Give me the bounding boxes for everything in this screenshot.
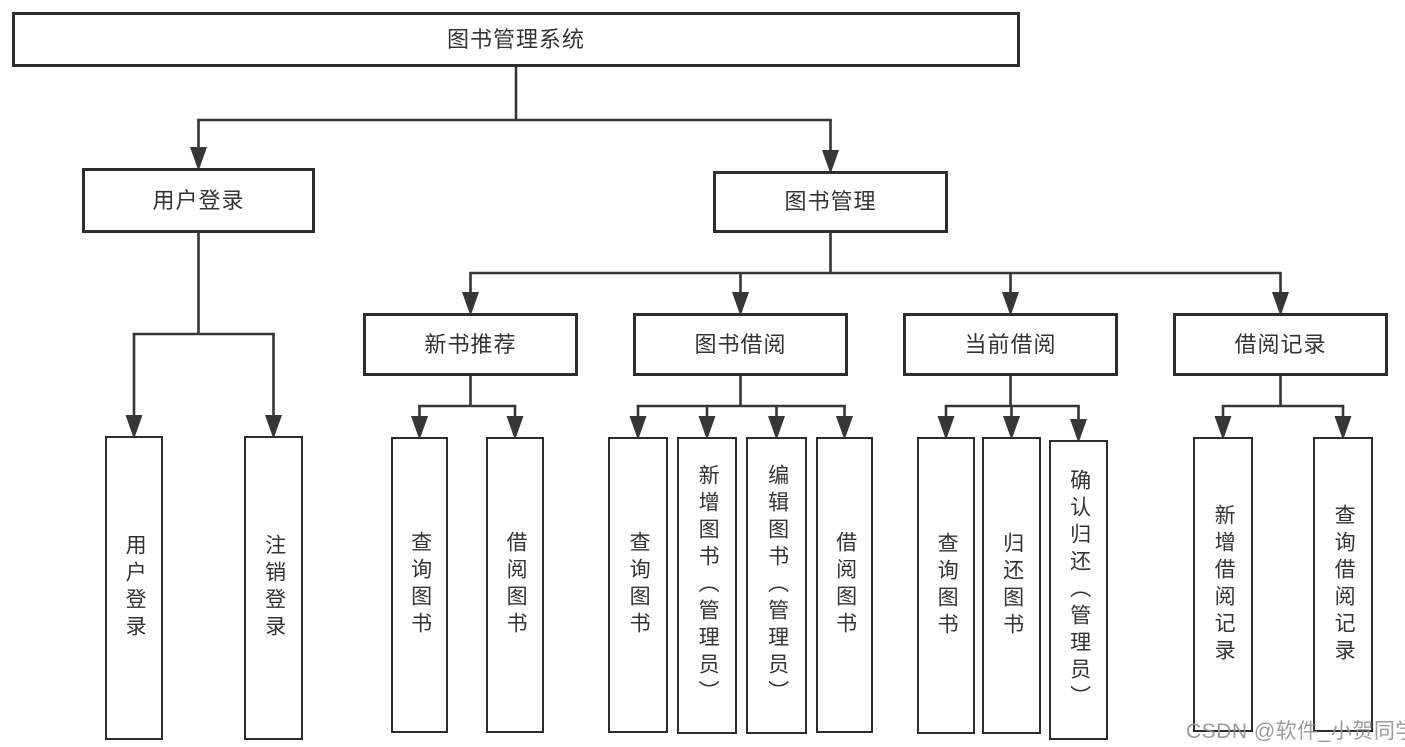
node-cb-query: 查询图书 xyxy=(917,437,975,734)
node-user-login: 用户登录 xyxy=(82,168,315,233)
node-nbr-borrow: 借阅图书 xyxy=(486,437,544,733)
watermark: CSDN @软件_小贺同学 xyxy=(1186,720,1405,743)
node-borrow-record: 借阅记录 xyxy=(1173,313,1388,376)
node-ul-logout: 注销登录 xyxy=(244,436,303,740)
node-bb-add: 新增图书（管理员） xyxy=(677,437,737,734)
node-root: 图书管理系统 xyxy=(12,12,1020,67)
node-cb-confirm: 确认归还（管理员） xyxy=(1049,440,1108,740)
node-br-add: 新增借阅记录 xyxy=(1193,437,1253,732)
node-book-mgmt: 图书管理 xyxy=(713,171,948,233)
node-book-borrow: 图书借阅 xyxy=(633,313,848,376)
node-bb-borrow: 借阅图书 xyxy=(816,437,873,733)
node-current-borrow: 当前借阅 xyxy=(903,313,1118,376)
node-new-book-rec: 新书推荐 xyxy=(363,313,578,376)
node-ul-login: 用户登录 xyxy=(105,436,163,740)
node-bb-query: 查询图书 xyxy=(608,437,668,733)
node-br-query: 查询借阅记录 xyxy=(1313,437,1373,732)
node-nbr-query: 查询图书 xyxy=(391,437,448,733)
node-cb-return: 归还图书 xyxy=(982,437,1041,734)
node-bb-edit: 编辑图书（管理员） xyxy=(746,437,807,734)
